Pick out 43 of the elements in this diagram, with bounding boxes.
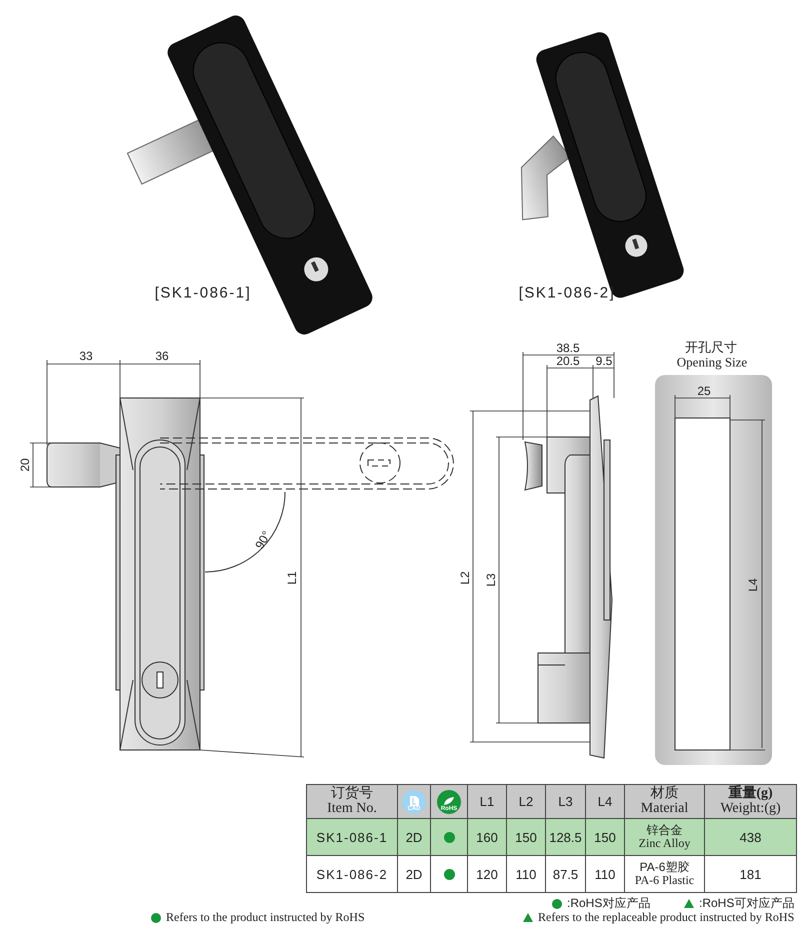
dimension-label: 25 — [697, 385, 711, 397]
table-cell: L1 — [467, 784, 507, 819]
table-cell: 438 — [704, 818, 797, 856]
dimension-label: 36 — [155, 350, 169, 362]
angle-label: 90° — [253, 529, 273, 551]
cell-text: PA-6 Plastic — [634, 874, 694, 887]
dimension-label: L1 — [286, 571, 298, 585]
dimension-label: 20 — [19, 458, 31, 472]
cell-text: Item No. — [327, 802, 377, 816]
cell-text: 锌合金 — [646, 824, 682, 837]
panel-heading: Opening Size — [676, 356, 748, 368]
cell-text: Material — [640, 802, 688, 816]
table-cell: 2D — [397, 818, 431, 856]
dimension-label: L4 — [747, 578, 759, 592]
table-cell: 181 — [704, 855, 797, 893]
cell-text: 材质 — [650, 786, 678, 802]
table-cell: L3 — [545, 784, 586, 819]
table-cell: 128.5 — [545, 818, 586, 856]
product-caption: [SK1-086-1] — [154, 286, 252, 300]
dimension-label: L2 — [459, 571, 471, 585]
table-cell: SK1-086-1 — [306, 818, 398, 856]
table-cell: 160 — [467, 818, 507, 856]
panel-heading: 开孔尺寸 — [685, 340, 737, 354]
table-cell: SK1-086-2 — [306, 855, 398, 893]
product-caption: [SK1-086-2] — [518, 286, 616, 300]
dimension-label: 38.5 — [556, 342, 580, 354]
cell-text: PA-6塑胶 — [640, 861, 690, 874]
table-cell: 150 — [506, 818, 546, 856]
note-text: :RoHS可对应产品 — [699, 897, 794, 909]
cell-text: 订货号 — [331, 786, 373, 802]
note-text: :RoHS对应产品 — [567, 897, 650, 909]
note-text: Refers to the product instructed by RoHS — [166, 911, 365, 923]
cell-text: Weight:(g) — [720, 802, 781, 816]
dimension-label: L3 — [485, 573, 497, 587]
cell-text: Zinc Alloy — [638, 837, 690, 850]
dimension-label: 33 — [79, 350, 93, 362]
table-cell: L4 — [585, 784, 625, 819]
dimension-label: 9.5 — [596, 355, 612, 367]
dimension-label: 20.5 — [556, 355, 580, 367]
cell-text: 重量(g) — [728, 786, 773, 802]
table-cell: L2 — [506, 784, 546, 819]
table-cell: 150 — [585, 818, 625, 856]
note-text: Refers to the replaceable product instructed by RoHS — [538, 911, 794, 923]
